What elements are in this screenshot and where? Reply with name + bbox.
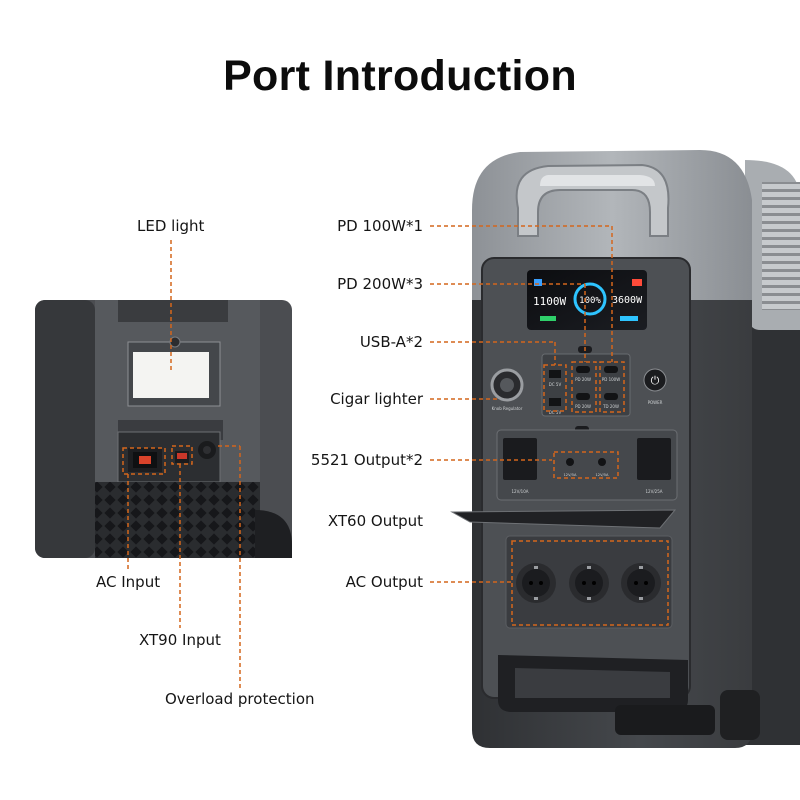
svg-text:PD 20W: PD 20W	[575, 377, 591, 382]
label-xt60-output: XT60 Output	[327, 512, 423, 530]
display-output-watts: 3600W	[612, 295, 643, 306]
svg-text:PD 100W: PD 100W	[602, 377, 620, 382]
cigar-lighter-cover	[503, 438, 537, 480]
label-pd200: PD 200W*3	[337, 275, 423, 293]
power-station: 1100W 100% 3600W USB ON/OFF DC 5V DC 5V …	[450, 150, 800, 748]
label-overload-protection: Overload protection	[165, 690, 315, 708]
led-light-window	[133, 352, 209, 398]
svg-text:TD 20W: TD 20W	[602, 404, 619, 409]
page-title: Port Introduction	[223, 52, 577, 100]
label-cigar-lighter: Cigar lighter	[330, 390, 423, 408]
label-xt90-input: XT90 Input	[139, 631, 221, 649]
usb-c-port	[576, 366, 590, 373]
svg-text:POWER: POWER	[648, 400, 663, 405]
usb-c-port	[576, 393, 590, 400]
display-battery: 100%	[579, 296, 601, 306]
svg-text:Knob Regulator: Knob Regulator	[492, 406, 523, 411]
dc5521-port	[598, 458, 606, 466]
ac-socket	[569, 563, 609, 603]
lcd-display	[527, 270, 647, 330]
svg-text:DC 5V: DC 5V	[549, 410, 562, 415]
usb-c-port	[604, 393, 618, 400]
ac-socket	[621, 563, 661, 603]
power-icon: ⏻	[651, 374, 660, 387]
xt60-cover	[637, 438, 671, 480]
label-pd100: PD 100W*1	[337, 217, 423, 235]
svg-text:12V/25A: 12V/25A	[646, 489, 663, 494]
svg-text:DC 5V: DC 5V	[549, 382, 562, 387]
svg-text:12V/5A: 12V/5A	[564, 473, 578, 477]
side-panel-closeup	[35, 300, 292, 558]
dc5521-port	[566, 458, 574, 466]
label-led-light: LED light	[137, 217, 205, 235]
svg-text:PD 20W: PD 20W	[575, 404, 591, 409]
ac-socket	[516, 563, 556, 603]
svg-text:12V/10A: 12V/10A	[512, 489, 529, 494]
label-ac-input: AC Input	[96, 573, 161, 591]
label-usba: USB-A*2	[359, 333, 423, 351]
callout-lines	[122, 225, 669, 690]
usb-a-port	[549, 370, 561, 378]
label-5521-output: 5521 Output*2	[310, 451, 423, 469]
power-button	[643, 368, 667, 392]
usb-a-port	[549, 398, 561, 406]
label-ac-output: AC Output	[345, 573, 423, 591]
usb-c-port	[604, 366, 618, 373]
display-input-watts: 1100W	[533, 295, 566, 308]
svg-text:12V/5A: 12V/5A	[596, 473, 610, 477]
